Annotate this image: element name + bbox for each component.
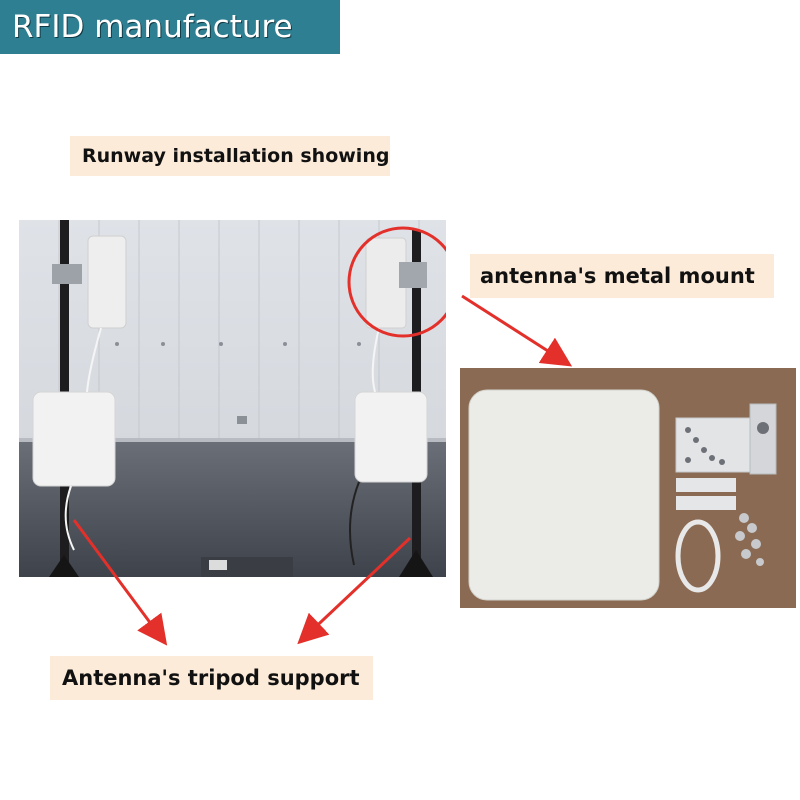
banner-title: RFID manufacture [12,9,293,45]
installation-caption: Runway installation showing [70,136,390,176]
arrow-right-tripod [297,536,412,645]
metal-mount-caption-text: antenna's metal mount [480,264,755,288]
tripod-caption-text: Antenna's tripod support [62,666,360,690]
installation-photo [19,220,446,577]
metal-mount-caption: antenna's metal mount [470,254,774,298]
tripod-caption: Antenna's tripod support [50,656,373,700]
arrow-left-tripod [72,519,168,646]
installation-caption-text: Runway installation showing [82,145,390,167]
arrow-to-mount [461,294,573,367]
mount-parts-photo [460,368,796,608]
title-banner: RFID manufacture [0,0,340,54]
